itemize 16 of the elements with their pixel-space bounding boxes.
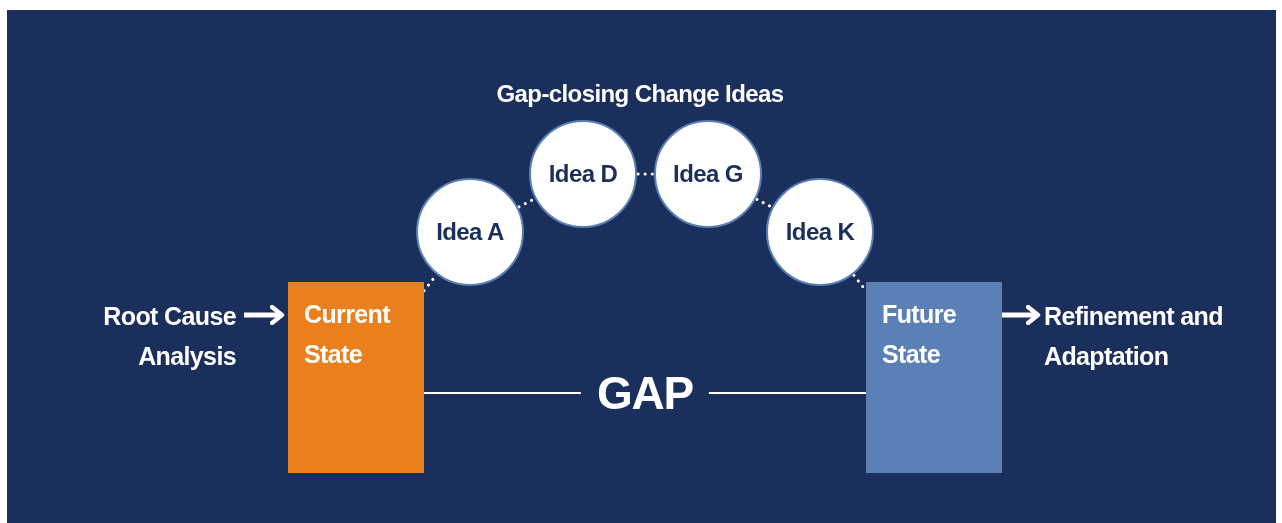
source-text: Root Cause Analysis xyxy=(102,301,236,372)
node-label: Idea A xyxy=(436,217,504,247)
arc-heading: Gap-closing Change Ideas xyxy=(495,79,785,109)
future-state-box xyxy=(866,282,1002,473)
arrow xyxy=(244,304,285,326)
dotted-connector xyxy=(517,197,536,209)
dotted-connector xyxy=(636,172,655,176)
node-label: Idea K xyxy=(785,217,855,247)
node-label: Current State xyxy=(304,299,392,370)
node-label: Idea G xyxy=(673,159,743,189)
node-label: Idea D xyxy=(548,159,618,189)
arrow xyxy=(1002,304,1041,326)
outcome-text: Refinement and Adaptation xyxy=(1044,301,1224,372)
node-label: Future State xyxy=(882,299,958,370)
current-state-box xyxy=(288,282,424,473)
dotted-connector xyxy=(755,197,773,209)
